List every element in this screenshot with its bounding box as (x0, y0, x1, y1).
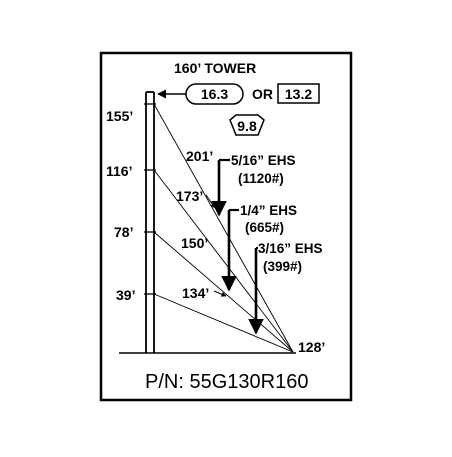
cable-strength-3: (399#) (263, 259, 302, 274)
guy-length-4-leader (213, 290, 227, 297)
guy-length-1: 201’ (186, 148, 213, 164)
top-callout-value-a: 16.3 (201, 86, 228, 102)
part-number: P/N: 55G130R160 (145, 371, 308, 393)
mid-callout-value: 9.8 (237, 118, 257, 134)
cable-strength-2: (665#) (245, 220, 284, 235)
guy-length-2-leader (205, 194, 216, 209)
cable-size-2: 1/4” EHS (240, 203, 297, 218)
guy-length-2: 173’ (176, 188, 203, 204)
cable-size-1: 5/16” EHS (231, 153, 296, 168)
top-callout-box-a (185, 83, 244, 105)
cable-size-3: 3/16” EHS (258, 241, 323, 256)
guy-length-3: 150’ (181, 235, 208, 251)
guy-length-4: 134’ (182, 285, 209, 301)
top-callout-or: OR (252, 86, 273, 102)
height-label-3: 78’ (114, 224, 133, 240)
height-label-2: 116’ (106, 163, 132, 179)
top-callout-value-b: 13.2 (285, 86, 312, 102)
guy-wire-1 (153, 103, 294, 353)
diagram-title: 160’ TOWER (174, 60, 256, 76)
cable-strength-1: (1120#) (238, 171, 284, 186)
height-label-1: 155’ (106, 108, 133, 124)
outer-frame (99, 51, 353, 402)
mid-callout-hexagon (229, 114, 265, 136)
guy-wire-4 (153, 293, 294, 353)
guy-wire-2 (153, 169, 294, 353)
top-callout-box-b (277, 83, 320, 104)
anchor-distance: 128’ (298, 339, 325, 355)
height-label-4: 39’ (116, 287, 135, 303)
